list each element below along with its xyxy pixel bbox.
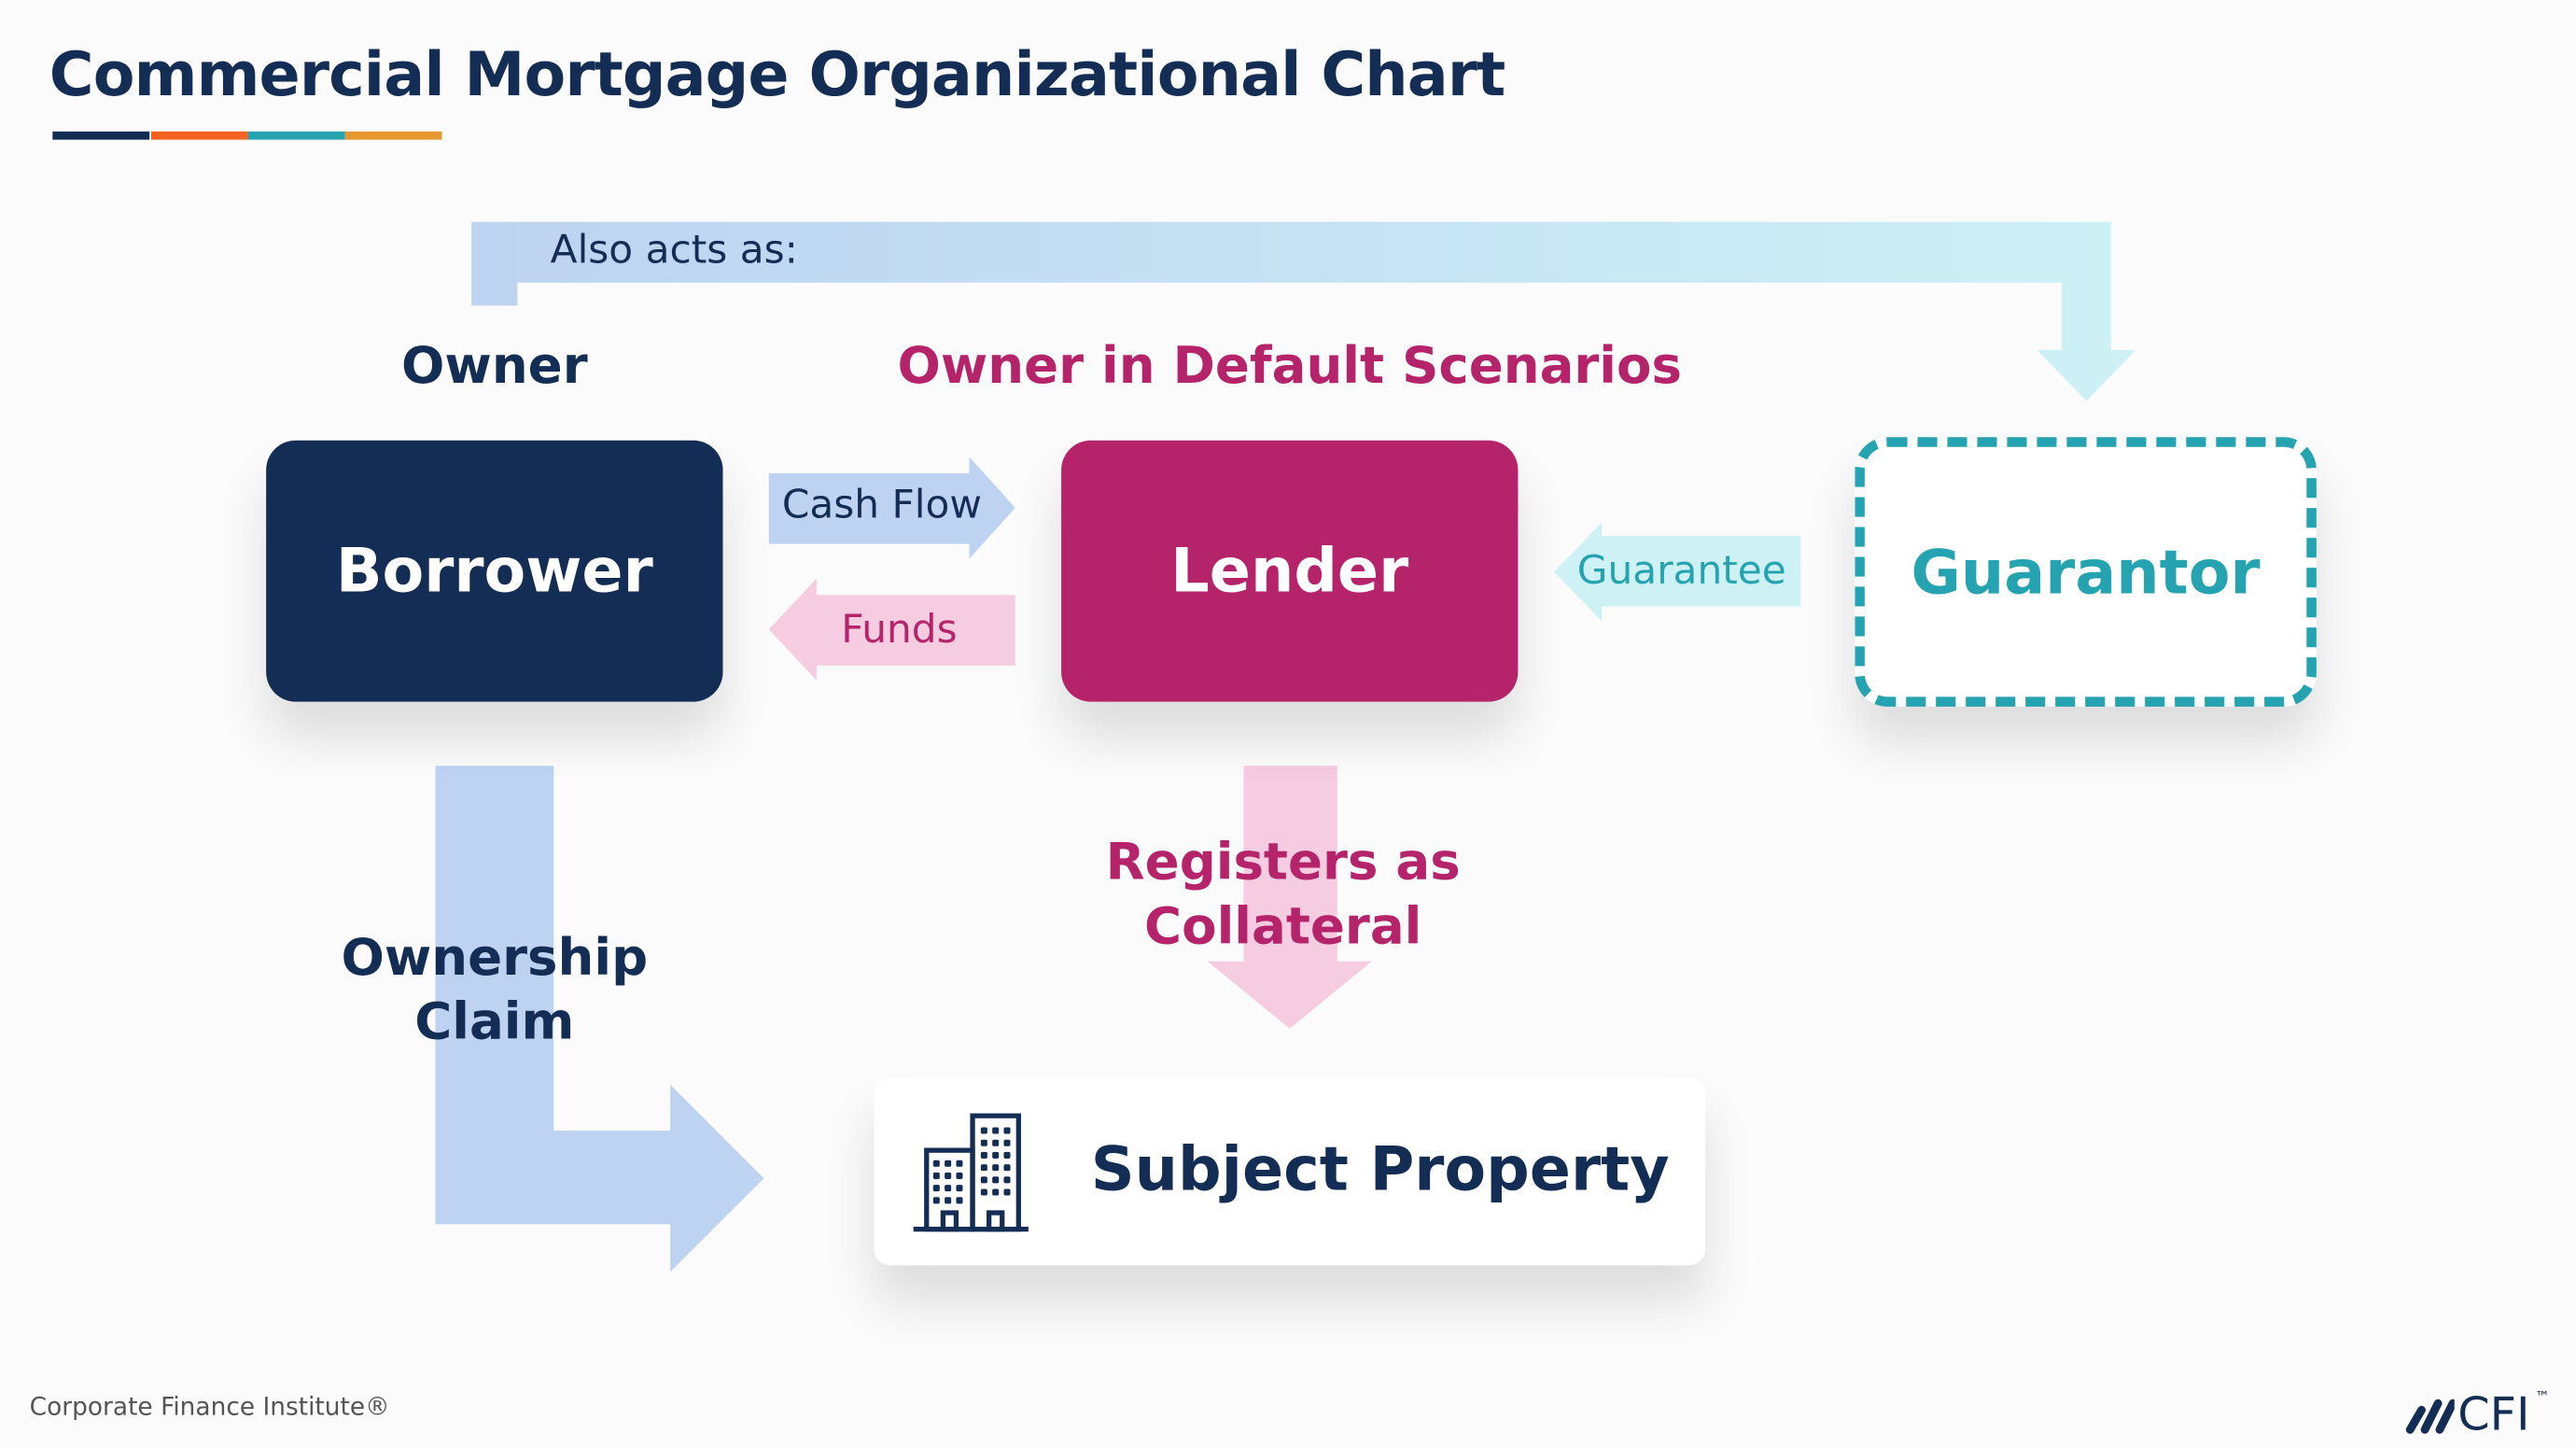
window <box>932 1160 940 1167</box>
owner-label: Owner <box>401 336 588 397</box>
funds-label: Funds <box>841 606 958 653</box>
window <box>992 1188 1000 1196</box>
title-underline-navy <box>52 131 150 140</box>
borrower-node[interactable]: Borrower <box>266 440 723 702</box>
cfi-logo-mark <box>2405 1399 2455 1434</box>
window <box>1003 1139 1011 1146</box>
page-title: Commercial Mortgage Organizational Chart <box>49 39 1505 110</box>
window <box>980 1176 987 1184</box>
window <box>945 1185 952 1192</box>
window <box>1003 1188 1011 1196</box>
cash-flow-label: Cash Flow <box>781 481 982 528</box>
borrower-label: Borrower <box>335 535 653 607</box>
window <box>956 1172 963 1179</box>
registers-line2: Collateral <box>1144 897 1422 957</box>
window <box>992 1164 1000 1172</box>
guarantor-node[interactable]: Guarantor <box>1855 437 2317 707</box>
lender-node[interactable]: Lender <box>1061 440 1519 702</box>
cfi-logo-icon: CFI ™ <box>2405 1386 2550 1441</box>
window <box>980 1127 987 1134</box>
funds-arrow <box>768 578 1015 681</box>
ownership-claim-line2: Claim <box>414 992 575 1052</box>
subject-property-label: Subject Property <box>1090 1133 1670 1205</box>
window <box>1003 1164 1011 1172</box>
window <box>945 1172 952 1179</box>
cfi-logo-tm: ™ <box>2534 1390 2550 1407</box>
building-icon <box>913 1113 1029 1232</box>
window <box>980 1139 987 1146</box>
window <box>1003 1151 1011 1159</box>
cfi-logo-text: CFI <box>2457 1386 2530 1441</box>
window <box>956 1185 963 1192</box>
cash-flow-arrow <box>768 457 1015 559</box>
guarantee-label: Guarantee <box>1576 547 1786 594</box>
owner-default-label: Owner in Default Scenarios <box>897 336 1683 397</box>
window <box>1003 1176 1011 1184</box>
footer-credit: Corporate Finance Institute® <box>29 1391 390 1422</box>
also-acts-as-arrow <box>471 221 2136 401</box>
window <box>945 1197 952 1204</box>
window <box>992 1127 1000 1134</box>
window <box>992 1151 1000 1159</box>
also-acts-as-label: Also acts as: <box>550 226 798 274</box>
registers-collateral-label: Registers as Collateral <box>986 832 1580 960</box>
title-underline-orange <box>150 131 248 140</box>
window <box>1003 1127 1011 1134</box>
window <box>932 1197 940 1204</box>
ownership-claim-label: Ownership Claim <box>266 927 722 1055</box>
window <box>932 1185 940 1192</box>
window <box>980 1164 987 1172</box>
window <box>945 1160 952 1167</box>
title-underline-amber <box>344 131 442 140</box>
ownership-claim-line1: Ownership <box>341 928 649 988</box>
window <box>956 1197 963 1204</box>
lender-label: Lender <box>1170 535 1409 607</box>
window <box>956 1160 963 1167</box>
ownership-claim-arrow <box>435 766 764 1272</box>
guarantor-label: Guarantor <box>1911 536 2261 608</box>
window <box>980 1151 987 1159</box>
guarantee-arrow <box>1554 522 1801 622</box>
registers-line1: Registers as <box>1105 833 1461 893</box>
registers-collateral-arrow <box>1207 766 1372 1029</box>
window <box>980 1188 987 1196</box>
window <box>992 1139 1000 1146</box>
title-underline-teal <box>247 131 345 140</box>
subject-property-node[interactable]: Subject Property <box>874 1077 1706 1266</box>
window <box>932 1172 940 1179</box>
window <box>992 1176 1000 1184</box>
